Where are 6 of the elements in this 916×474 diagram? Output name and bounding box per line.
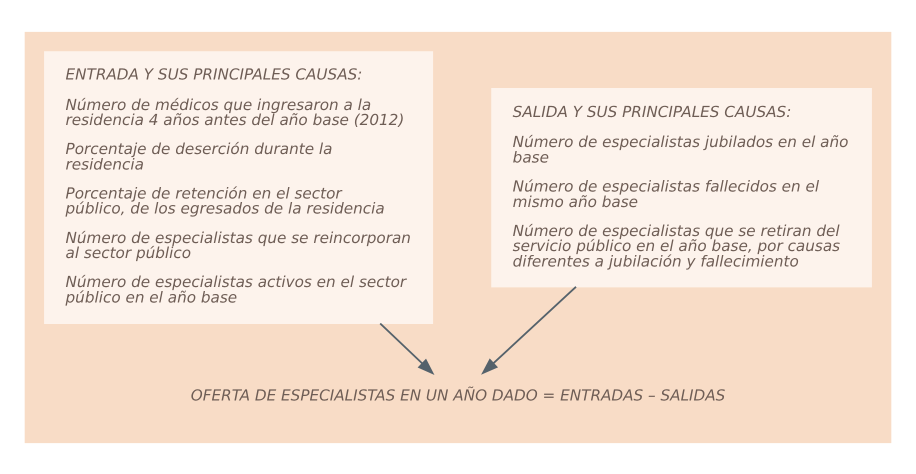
node-box: ENTRADA Y SUS PRINCIPALES CAUSAS: Número de médicos que ingresaron a la residencia 4 años antes del año base (2012) Porcentaje de deserción durante la residencia Porcentaje de retención en el sector público, de los egresados de la residencia Número de especialistas que se reincorporan al sector público Número de especialistas activos en el sector público en el año base [44, 50, 434, 324]
arrow [481, 286, 577, 374]
node-text: OFERTA DE ESPECIALISTAS EN UN AÑO DADO = ENTRADAS – SALIDAS [190, 386, 726, 404]
node-box: SALIDA Y SUS PRINCIPALES CAUSAS: Número de especialistas jubilados en el año base Número de especialistas fallecidos en el mismo año base Número de especialistas que se retiran del servicio público en el año base, por causas diferentes a jubilación y fallecimiento [491, 87, 872, 287]
arrow [380, 322, 434, 375]
cluster [24, 31, 892, 443]
